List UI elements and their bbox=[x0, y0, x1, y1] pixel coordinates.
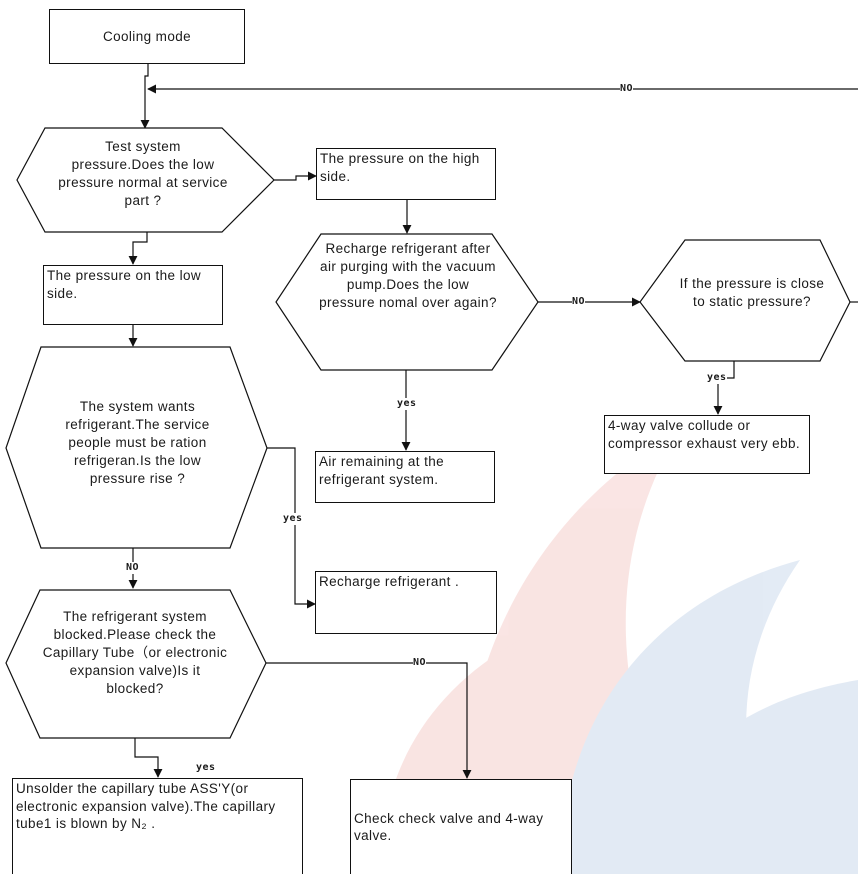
node-recharge-text: Recharge refrigerant . bbox=[319, 574, 460, 589]
decision-recharge-purge-text: Recharge refrigerant after air purging w… bbox=[319, 241, 497, 310]
label-yes-static: yes bbox=[707, 372, 727, 384]
node-cooling-mode-text: Cooling mode bbox=[102, 28, 192, 44]
label-no-loop: NO bbox=[620, 83, 634, 95]
node-cooling-mode: Cooling mode bbox=[49, 9, 245, 64]
edge-test-to-high-side bbox=[274, 171, 317, 181]
node-check-valve-text: Check check valve and 4-way valve. bbox=[354, 810, 544, 844]
label-yes-wants: yes bbox=[283, 513, 303, 525]
decision-blocked-text: The refrigerant system blocked.Please ch… bbox=[42, 609, 228, 696]
decision-close-static bbox=[639, 239, 851, 362]
edge-static-to-valve bbox=[713, 361, 735, 415]
edge-wants-to-recharge bbox=[267, 447, 316, 609]
edge-blocked-to-check bbox=[266, 662, 472, 779]
node-unsolder-text: Unsolder the capillary tube ASS'Y(or ele… bbox=[16, 781, 276, 831]
edge-cooling-to-test bbox=[140, 64, 150, 129]
node-check-valve: Check check valve and 4-way valve. bbox=[350, 779, 572, 874]
node-air-remaining-text: Air remaining at the refrigerant system. bbox=[319, 454, 445, 487]
label-yes-recharge-purge: yes bbox=[397, 398, 417, 410]
node-low-side: The pressure on the low side. bbox=[43, 265, 223, 325]
node-high-side-text: The pressure on the high side. bbox=[320, 151, 480, 184]
node-air-remaining: Air remaining at the refrigerant system. bbox=[315, 451, 495, 503]
decision-wants-refrigerant-text: The system wants refrigerant.The service… bbox=[65, 399, 210, 486]
node-valve-collude-text: 4-way valve collude or compressor exhaus… bbox=[608, 418, 801, 451]
edge-blocked-to-unsolder bbox=[134, 738, 163, 778]
decision-recharge-purge bbox=[275, 233, 539, 371]
label-no-wants: NO bbox=[126, 562, 140, 574]
edge-test-to-low-side bbox=[128, 229, 148, 265]
node-recharge: Recharge refrigerant . bbox=[315, 571, 497, 634]
node-unsolder: Unsolder the capillary tube ASS'Y(or ele… bbox=[12, 778, 303, 874]
label-yes-blocked: yes bbox=[196, 762, 216, 774]
node-valve-collude: 4-way valve collude or compressor exhaus… bbox=[604, 415, 810, 474]
decision-close-static-text: If the pressure is close to static press… bbox=[679, 276, 825, 309]
node-high-side: The pressure on the high side. bbox=[316, 148, 496, 200]
decision-test-pressure bbox=[16, 127, 275, 233]
label-no-blocked: NO bbox=[413, 657, 427, 669]
decision-test-pressure-text: Test system pressure.Does the low pressu… bbox=[58, 139, 228, 208]
label-no-recharge-purge: NO bbox=[572, 296, 586, 308]
node-low-side-text: The pressure on the low side. bbox=[47, 268, 202, 301]
decision-wants-refrigerant bbox=[5, 346, 268, 549]
decision-blocked bbox=[5, 589, 267, 739]
